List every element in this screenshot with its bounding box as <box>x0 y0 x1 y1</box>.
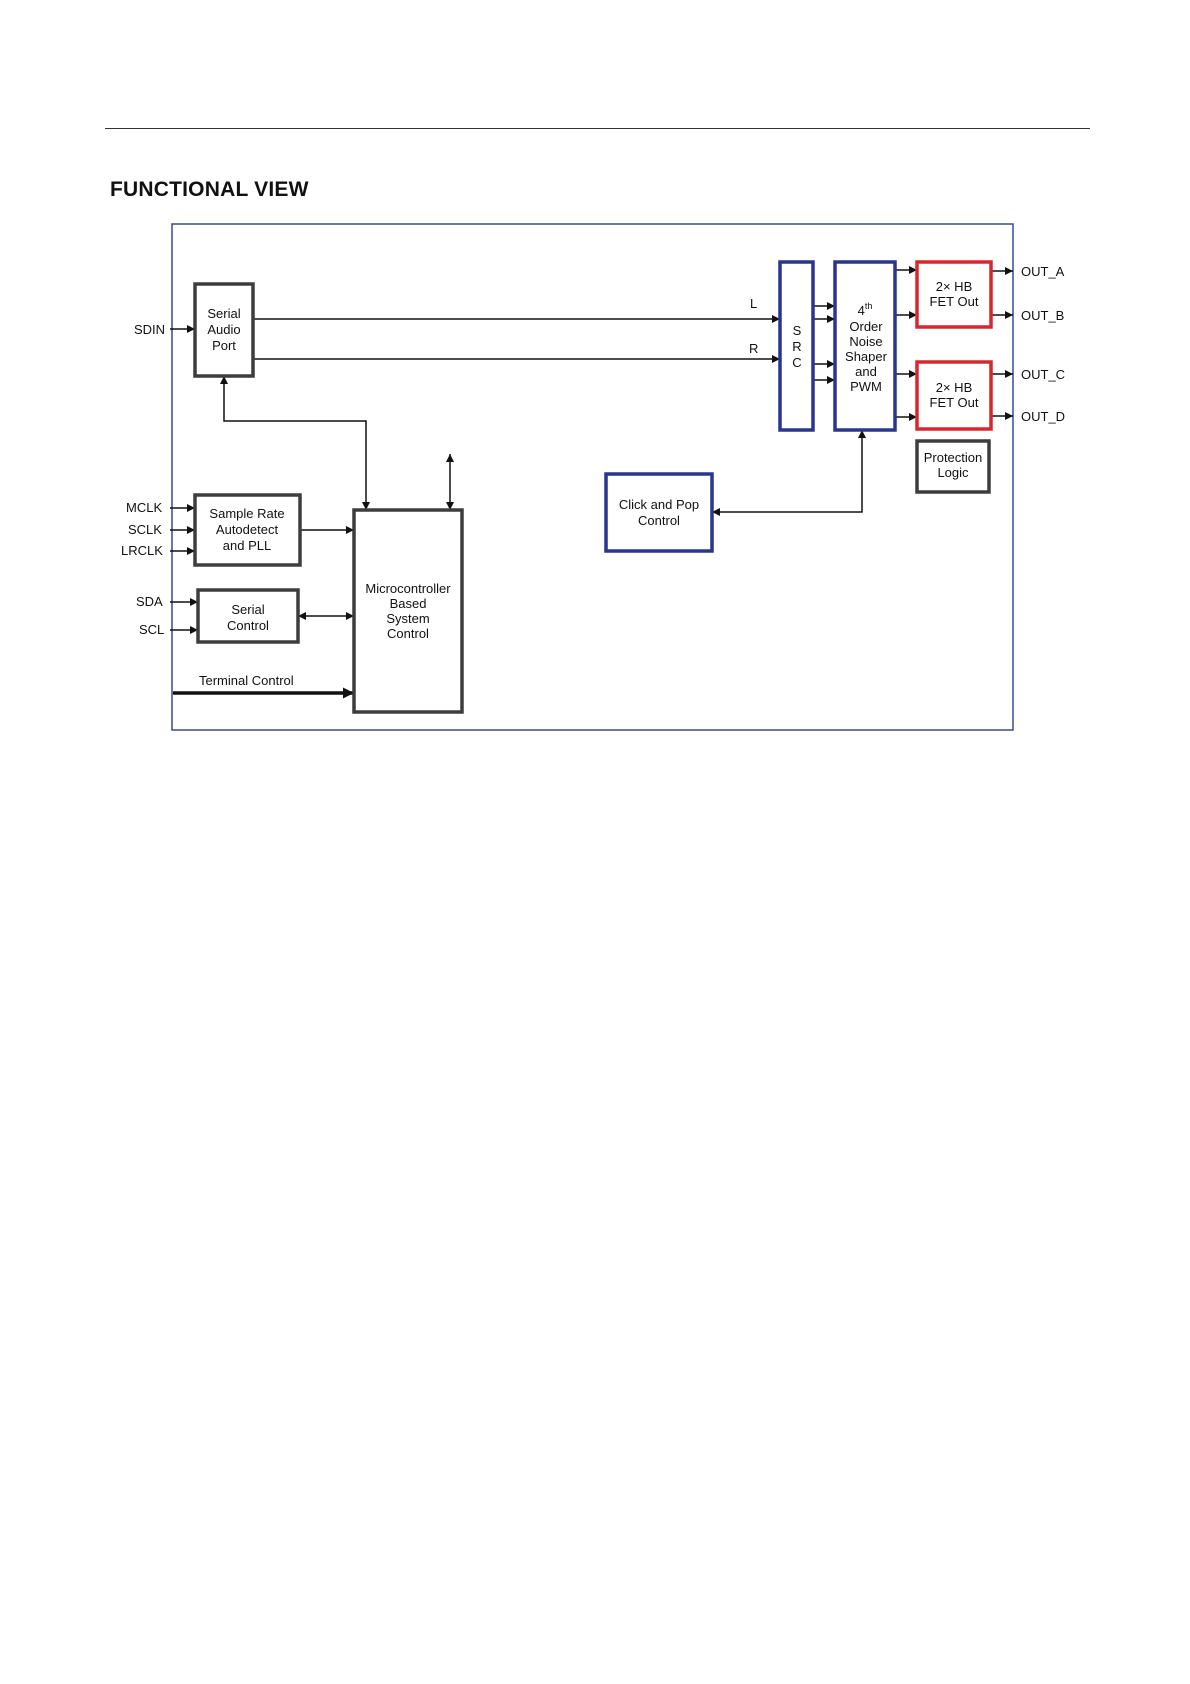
signal-label-terminal-control: Terminal Control <box>199 673 294 688</box>
block-sample-rate-autodetect: Sample Rate Autodetect and PLL <box>195 495 300 565</box>
block-label-line: FET Out <box>930 294 979 309</box>
block-label-line: Shaper <box>845 349 888 364</box>
signal-label-out-b: OUT_B <box>1021 308 1064 323</box>
block-click-and-pop: Click and Pop Control <box>606 474 712 551</box>
block-label-line: Logic <box>937 465 969 480</box>
signal-label-sclk: SCLK <box>128 522 162 537</box>
block-serial-control: Serial Control <box>198 590 298 642</box>
block-label-line: PWM <box>850 379 882 394</box>
signal-label-mclk: MCLK <box>126 500 162 515</box>
block-noise-shaper-pwm: 4th Order Noise Shaper and PWM <box>835 262 895 430</box>
click-pop-to-pwm-wire <box>712 430 862 512</box>
block-label-line: System <box>386 611 429 626</box>
block-label-line: Audio <box>207 322 240 337</box>
block-label-line: and <box>855 364 877 379</box>
block-label-line: Control <box>227 618 269 633</box>
block-label-line: Control <box>638 513 680 528</box>
block-label-line: R <box>792 339 801 354</box>
signal-label-lrclk: LRCLK <box>121 543 163 558</box>
block-serial-audio-port: Serial Audio Port <box>195 284 253 376</box>
block-label-line: Noise <box>849 334 882 349</box>
signal-label-out-a: OUT_A <box>1021 264 1065 279</box>
signal-label-out-d: OUT_D <box>1021 409 1065 424</box>
block-label-line: C <box>792 355 801 370</box>
block-microcontroller: Microcontroller Based System Control <box>354 510 462 712</box>
signal-label-sdin: SDIN <box>134 322 165 337</box>
signal-label-out-c: OUT_C <box>1021 367 1065 382</box>
block-label-line: Serial <box>231 602 264 617</box>
block-label-line: and PLL <box>223 538 271 553</box>
signal-label-sda: SDA <box>136 594 163 609</box>
block-label-line: Control <box>387 626 429 641</box>
block-protection-logic: Protection Logic <box>917 441 989 492</box>
block-fet-out-2: 2× HB FET Out <box>917 362 991 429</box>
block-label-line: 2× HB <box>936 279 973 294</box>
signal-label-scl: SCL <box>139 622 164 637</box>
block-label-line: S <box>793 323 802 338</box>
block-label-line: Sample Rate <box>209 506 284 521</box>
block-label-line: Microcontroller <box>365 581 451 596</box>
block-label-line: FET Out <box>930 395 979 410</box>
block-label-line: Protection <box>924 450 983 465</box>
block-label-line: Click and Pop <box>619 497 699 512</box>
block-label-line: Order <box>849 319 883 334</box>
block-label-line: Based <box>390 596 427 611</box>
block-label-line: Port <box>212 338 236 353</box>
block-label-line: Autodetect <box>216 522 279 537</box>
block-label-line: Serial <box>207 306 240 321</box>
mcu-to-audio-port-wire <box>224 376 366 510</box>
signal-label-right: R <box>749 341 758 356</box>
block-src: S R C <box>780 262 813 430</box>
block-fet-out-1: 2× HB FET Out <box>917 262 991 327</box>
block-label-line: 2× HB <box>936 380 973 395</box>
signal-label-left: L <box>750 296 757 311</box>
